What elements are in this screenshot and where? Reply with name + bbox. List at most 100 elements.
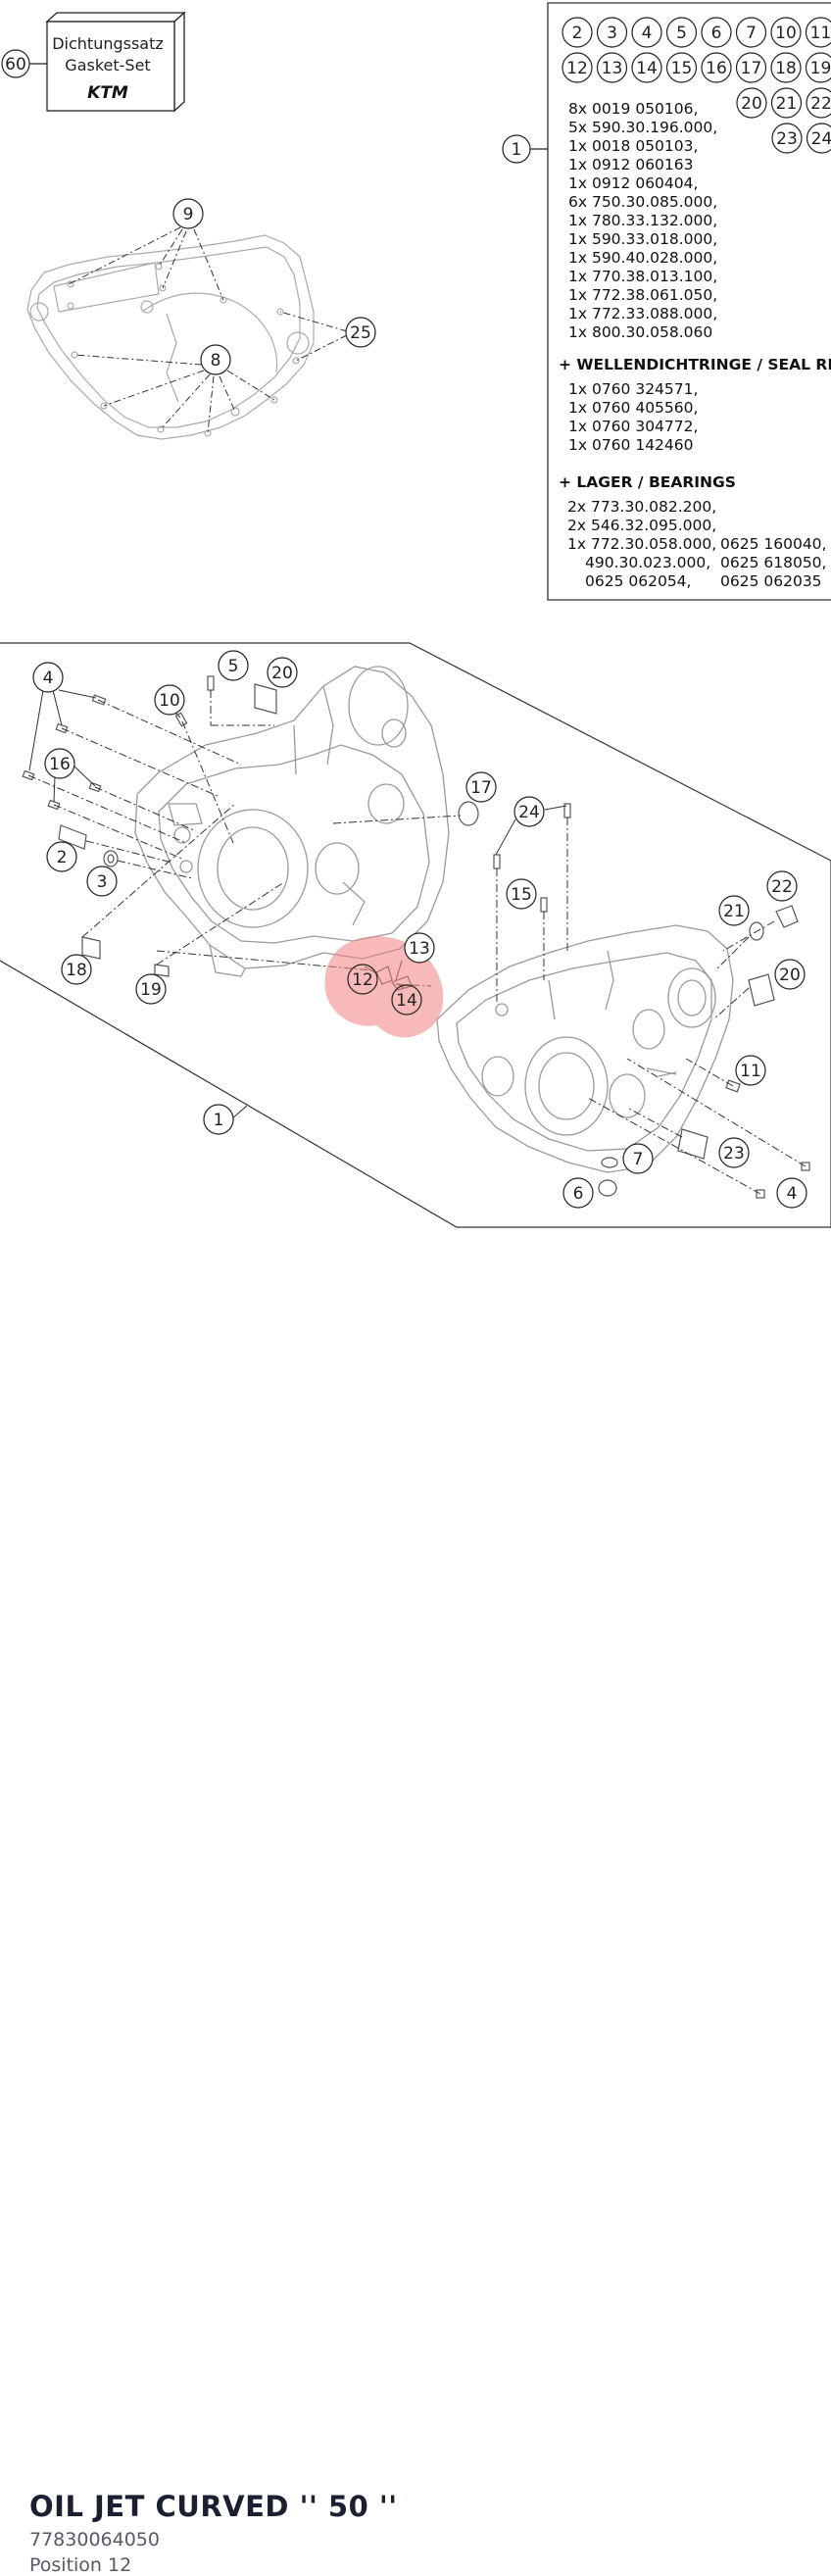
parts-list-line: 6x 750.30.085.000, bbox=[568, 193, 717, 211]
seal-ring-line: 1x 0760 405560, bbox=[568, 399, 698, 417]
svg-text:17: 17 bbox=[741, 59, 762, 78]
callout-14-list: 14 bbox=[632, 53, 661, 82]
parts-list-line: 1x 590.40.028.000, bbox=[568, 249, 717, 267]
callout-11-list: 11 bbox=[807, 18, 831, 47]
callout-10-exploded: 10 bbox=[155, 685, 184, 715]
svg-text:22: 22 bbox=[771, 877, 793, 897]
svg-text:10: 10 bbox=[775, 24, 797, 43]
seal-ring-line: 1x 0760 304772, bbox=[568, 418, 698, 435]
gasket-box-line2: Gasket-Set bbox=[65, 56, 150, 74]
svg-text:22: 22 bbox=[810, 94, 831, 114]
seal-ring-line: 1x 0760 142460 bbox=[568, 436, 694, 454]
svg-text:19: 19 bbox=[810, 59, 831, 78]
parts-list-line: 1x 0018 050103, bbox=[568, 137, 698, 155]
svg-text:5: 5 bbox=[228, 657, 239, 676]
svg-text:23: 23 bbox=[776, 129, 798, 149]
callout-24-list: 24 bbox=[807, 124, 831, 153]
svg-text:5: 5 bbox=[676, 24, 687, 43]
svg-text:19: 19 bbox=[140, 980, 162, 1000]
callout-7-exploded: 7 bbox=[623, 1144, 653, 1173]
bearing-line: 0625 062054, bbox=[585, 572, 691, 590]
bearing-line: 1x 772.30.058.000, bbox=[567, 535, 716, 553]
svg-text:12: 12 bbox=[352, 970, 373, 990]
svg-text:18: 18 bbox=[66, 961, 87, 980]
parts-list-line: 8x 0019 050106, bbox=[568, 100, 698, 118]
parts-list-line: 1x 0912 060404, bbox=[568, 174, 698, 192]
callout-18-exploded: 18 bbox=[62, 955, 91, 984]
svg-text:23: 23 bbox=[723, 1144, 745, 1164]
svg-text:25: 25 bbox=[350, 323, 371, 343]
svg-text:24: 24 bbox=[811, 129, 831, 149]
callout-10-list: 10 bbox=[771, 18, 801, 47]
callout-20-exploded: 20 bbox=[775, 960, 805, 989]
seal-ring-line: 1x 0760 324571, bbox=[568, 380, 698, 398]
parts-list-line: 1x 0912 060163 bbox=[568, 156, 694, 173]
seal-rings-heading: + WELLENDICHTRINGE / SEAL RINGS bbox=[559, 356, 831, 373]
parts-list-line: 1x 772.33.088.000, bbox=[568, 305, 717, 322]
callout-12-list: 12 bbox=[562, 53, 592, 82]
parts-list-line: 1x 770.38.013.100, bbox=[568, 268, 717, 285]
callout-22-exploded: 22 bbox=[767, 871, 797, 901]
seal-ring-lines: 1x 0760 324571,1x 0760 405560,1x 0760 30… bbox=[568, 380, 698, 454]
callout-22-list: 22 bbox=[807, 88, 831, 118]
callout-3-list: 3 bbox=[598, 18, 627, 47]
svg-text:15: 15 bbox=[671, 59, 693, 78]
callout-1-exploded: 1 bbox=[204, 1105, 233, 1134]
svg-text:1: 1 bbox=[214, 1111, 224, 1130]
callout-16-list: 16 bbox=[702, 53, 731, 82]
svg-text:16: 16 bbox=[706, 59, 727, 78]
svg-text:3: 3 bbox=[97, 872, 108, 892]
callout-13-list: 13 bbox=[598, 53, 627, 82]
part-title: OIL JET CURVED '' 50 '' bbox=[29, 2490, 398, 2523]
svg-text:21: 21 bbox=[723, 902, 745, 921]
gasket-box-line1: Dichtungssatz bbox=[52, 34, 164, 53]
callout-19-exploded: 19 bbox=[136, 974, 166, 1004]
svg-text:2: 2 bbox=[572, 24, 583, 43]
svg-text:10: 10 bbox=[159, 691, 180, 711]
callout-20-exploded: 20 bbox=[268, 658, 297, 687]
parts-list-line: 1x 780.33.132.000, bbox=[568, 212, 717, 229]
callout-4-exploded: 4 bbox=[33, 663, 63, 692]
svg-text:9: 9 bbox=[183, 205, 194, 224]
callout-5-exploded: 5 bbox=[219, 651, 248, 680]
part-position: Position 12 bbox=[29, 2554, 131, 2576]
parts-list-line: 5x 590.30.196.000, bbox=[568, 119, 717, 136]
bearing-line: 490.30.023.000, bbox=[585, 554, 710, 571]
callout-24-exploded: 24 bbox=[514, 797, 544, 826]
ktm-logo: KTM bbox=[87, 83, 128, 103]
svg-text:8: 8 bbox=[211, 351, 221, 371]
svg-text:4: 4 bbox=[787, 1184, 798, 1204]
callout-16-exploded: 16 bbox=[45, 749, 74, 778]
bearing-lines-col2: 0625 160040,0625 618050,0625 062035 bbox=[720, 535, 826, 590]
callout-21-list: 21 bbox=[772, 88, 802, 118]
svg-text:7: 7 bbox=[746, 24, 757, 43]
bearing-line: 2x 546.32.095.000, bbox=[567, 517, 716, 534]
bearing-line-col2: 0625 062035 bbox=[720, 572, 822, 590]
svg-text:7: 7 bbox=[633, 1150, 644, 1169]
svg-text:17: 17 bbox=[470, 778, 492, 798]
svg-text:4: 4 bbox=[642, 24, 653, 43]
left-crankcase-half bbox=[135, 667, 449, 976]
svg-text:13: 13 bbox=[602, 59, 623, 78]
svg-text:20: 20 bbox=[779, 966, 801, 985]
svg-text:20: 20 bbox=[741, 94, 762, 114]
svg-text:14: 14 bbox=[396, 991, 417, 1011]
callout-6-exploded: 6 bbox=[563, 1178, 593, 1208]
bearing-line: 2x 773.30.082.200, bbox=[567, 498, 716, 516]
callout-17-list: 17 bbox=[737, 53, 766, 82]
parts-list-line: 1x 800.30.058.060 bbox=[568, 323, 712, 341]
callout-18-list: 18 bbox=[771, 53, 801, 82]
svg-text:14: 14 bbox=[636, 59, 658, 78]
svg-text:13: 13 bbox=[409, 939, 430, 959]
callout-5-list: 5 bbox=[667, 18, 697, 47]
callout-3-exploded: 3 bbox=[87, 867, 117, 896]
callout-21-exploded: 21 bbox=[719, 896, 749, 925]
callout-60: 60 bbox=[5, 55, 26, 74]
callout-4-exploded: 4 bbox=[777, 1178, 807, 1208]
callout-17-exploded: 17 bbox=[466, 772, 496, 802]
callout-15-exploded: 15 bbox=[507, 879, 536, 909]
svg-text:20: 20 bbox=[271, 664, 293, 683]
callout-9-gasket: 9 bbox=[173, 199, 203, 228]
